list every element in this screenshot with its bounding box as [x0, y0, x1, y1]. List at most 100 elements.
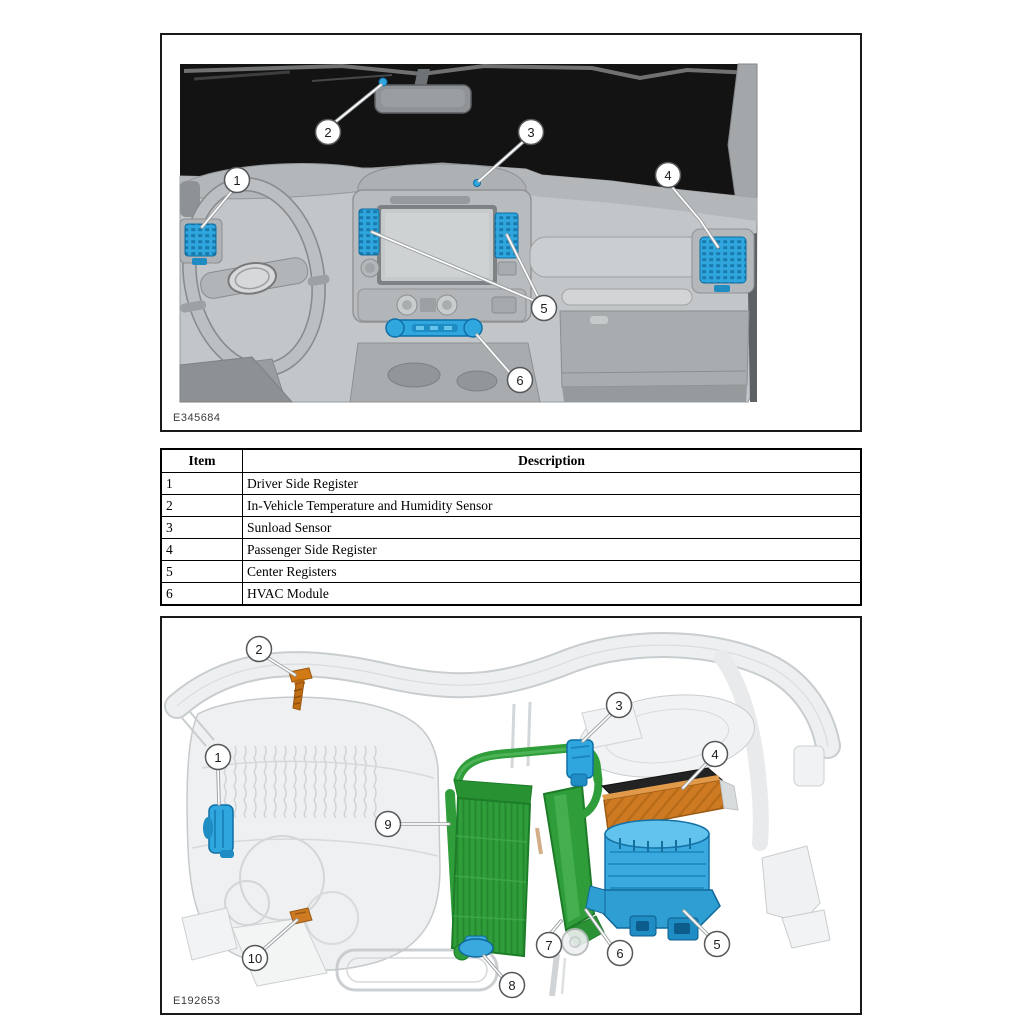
callouts-top: 1 2 3 4 5 6 — [200, 83, 720, 394]
callout-number: 3 — [615, 698, 622, 713]
callout-number: 9 — [384, 817, 391, 832]
callout-3: 3 — [477, 118, 545, 183]
callout-number: 4 — [664, 168, 671, 183]
item-number: 1 — [160, 472, 243, 495]
callout-balloon — [506, 366, 534, 394]
callout-balloon — [223, 166, 251, 194]
item-description: In-Vehicle Temperature and Humidity Sens… — [242, 494, 862, 517]
callout-9: 9 — [374, 810, 451, 838]
item-number: 3 — [160, 516, 243, 539]
callout-balloon — [701, 740, 729, 768]
figure-id-label: E345684 — [173, 412, 221, 424]
hazard-button — [497, 261, 517, 276]
item-number: 4 — [160, 538, 243, 561]
hvac-module-controls — [385, 318, 483, 338]
hvac-module-figure: 1 2 3 4 5 6 7 8 9 10 E192653 — [160, 616, 862, 1015]
item-number: 2 — [160, 494, 243, 517]
callout-6: 6 — [475, 333, 534, 394]
callout-3: 3 — [581, 691, 633, 743]
callout-number: 1 — [214, 750, 221, 765]
callout-balloon — [530, 294, 558, 322]
center-register-left — [358, 208, 380, 256]
blower-motor — [585, 819, 721, 941]
callout-balloon — [605, 691, 633, 719]
callout-number: 10 — [248, 951, 262, 966]
callout-balloon — [517, 118, 545, 146]
callout-balloon — [654, 161, 682, 189]
hvac-illustration: 1 2 3 4 5 6 7 8 9 10 — [164, 632, 841, 999]
callout-balloon — [314, 118, 342, 146]
dashboard-figure: 1 2 3 4 5 6 E345684 — [160, 33, 862, 432]
item-description: HVAC Module — [242, 582, 862, 606]
table-row: 4 Passenger Side Register — [160, 538, 862, 561]
callout-balloon — [374, 810, 402, 838]
item-description: Passenger Side Register — [242, 538, 862, 561]
parts-table: Item Description 1 Driver Side Register … — [160, 448, 862, 606]
callout-number: 4 — [711, 747, 718, 762]
climate-control-panel — [357, 288, 527, 322]
callout-4: 4 — [681, 740, 729, 790]
center-stack — [352, 163, 532, 338]
ford-logo — [227, 261, 277, 295]
table-header-item: Item — [160, 448, 243, 473]
callout-number: 5 — [713, 937, 720, 952]
table-row: 2 In-Vehicle Temperature and Humidity Se… — [160, 494, 862, 517]
item-number: 6 — [160, 582, 243, 606]
callout-1: 1 — [204, 743, 232, 806]
item-description: Center Registers — [242, 560, 862, 583]
callout-8: 8 — [482, 954, 526, 999]
heater-core-duct — [542, 774, 605, 949]
callout-1: 1 — [200, 166, 251, 229]
driver-side-register — [179, 218, 223, 265]
cable-ghost — [535, 827, 543, 855]
drain-fitting — [458, 935, 494, 958]
callout-5: 5 — [370, 230, 558, 322]
table-row: 3 Sunload Sensor — [160, 516, 862, 539]
callout-number: 8 — [508, 978, 515, 993]
callout-number: 6 — [516, 373, 523, 388]
door-mirror — [180, 181, 200, 217]
top-actuator — [566, 739, 594, 787]
mounting-screw — [288, 667, 313, 711]
passenger-dash — [529, 236, 750, 402]
callout-balloon — [498, 971, 526, 999]
left-actuator — [203, 804, 234, 858]
seat-corner — [179, 356, 294, 403]
callout-2: 2 — [314, 83, 383, 146]
callout-2: 2 — [245, 635, 297, 677]
callout-6: 6 — [584, 908, 634, 967]
callout-balloon — [703, 930, 731, 958]
item-number: 5 — [160, 560, 243, 583]
item-description: Driver Side Register — [242, 472, 862, 495]
callout-10: 10 — [241, 918, 299, 972]
figure-id-label: E192653 — [173, 995, 221, 1007]
callout-balloon — [241, 944, 269, 972]
table-row: 5 Center Registers — [160, 560, 862, 583]
table-header-row: Item Description — [160, 448, 862, 473]
callout-balloon — [535, 931, 563, 959]
pulley-ghost — [561, 928, 589, 956]
table-row: 6 HVAC Module — [160, 582, 862, 606]
callout-number: 2 — [255, 642, 262, 657]
callout-4: 4 — [654, 161, 720, 249]
callout-number: 6 — [616, 946, 623, 961]
callout-number: 3 — [527, 125, 534, 140]
crossbeam-ghost — [164, 632, 841, 759]
callout-number: 2 — [324, 125, 331, 140]
item-description: Sunload Sensor — [242, 516, 862, 539]
center-console — [349, 342, 541, 403]
callout-number: 1 — [233, 173, 240, 188]
dashboard-illustration: 1 2 3 4 5 6 — [179, 63, 758, 403]
callout-balloon — [204, 743, 232, 771]
table-row: 1 Driver Side Register — [160, 472, 862, 495]
glove-box — [559, 310, 750, 402]
a-pillar-ghost — [714, 650, 769, 851]
callout-balloon — [245, 635, 273, 663]
callout-5: 5 — [682, 909, 731, 958]
callout-number: 5 — [540, 301, 547, 316]
callouts-bottom: 1 2 3 4 5 6 7 8 9 10 — [204, 635, 731, 999]
rearview-mirror — [374, 69, 472, 114]
callout-number: 7 — [545, 938, 552, 953]
passenger-side-register — [691, 228, 755, 294]
